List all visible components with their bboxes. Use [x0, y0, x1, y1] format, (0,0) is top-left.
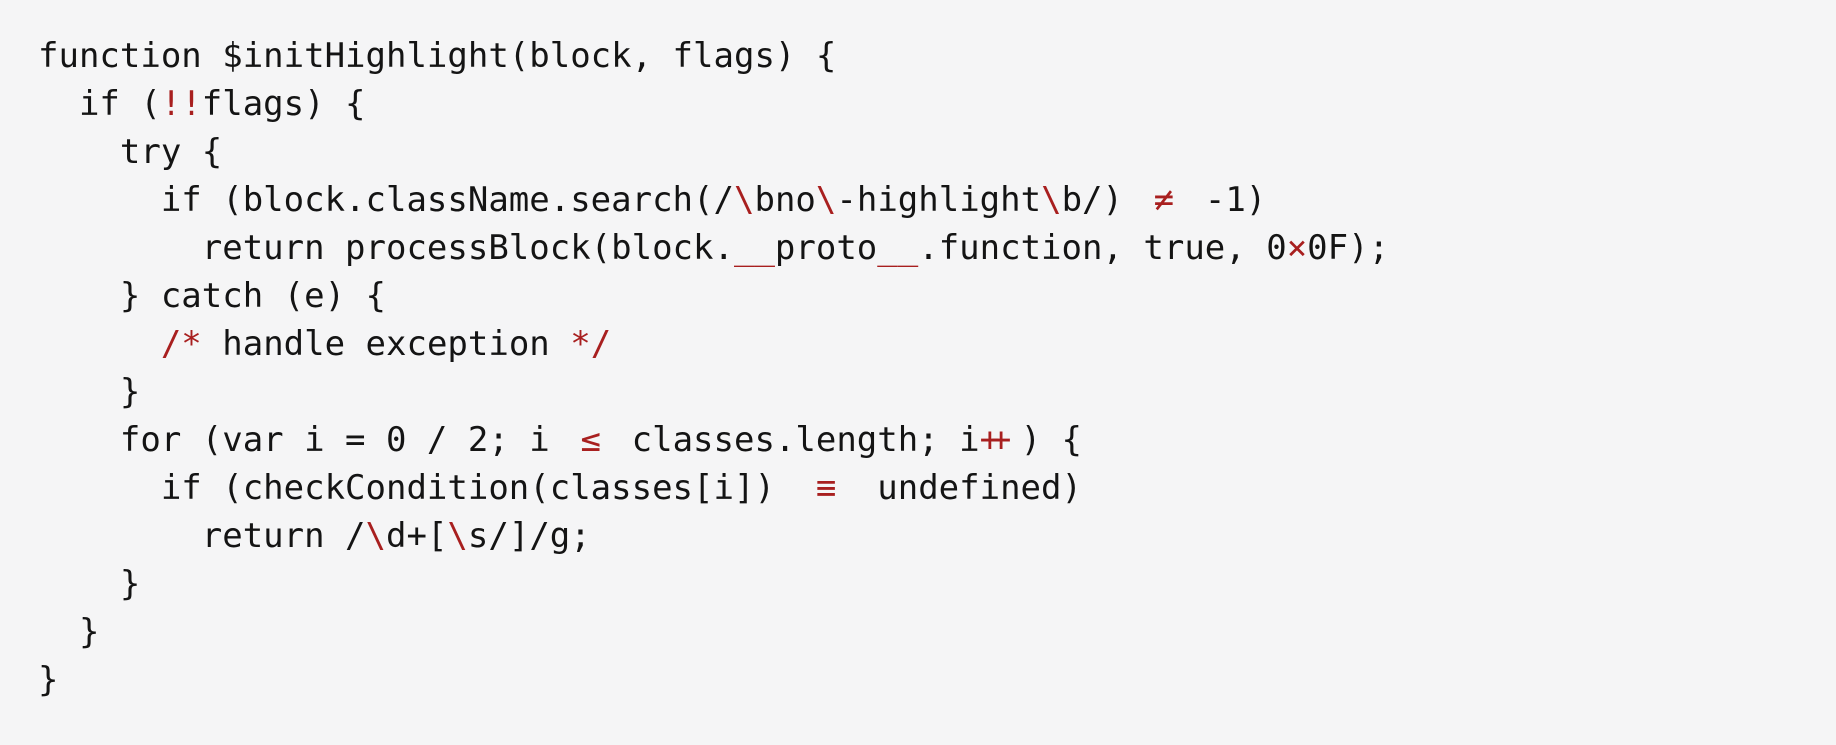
ligature-glyph: ++	[979, 420, 1012, 460]
ligature-glyph: \	[815, 180, 837, 220]
code-line: function $initHighlight(block, flags) {	[38, 32, 1836, 80]
code-text: -1)	[1184, 180, 1267, 220]
ligature-glyph: ≤	[580, 420, 601, 460]
code-text: s/]/g;	[467, 516, 591, 556]
code-line: return processBlock(block.__proto__.func…	[38, 224, 1836, 272]
code-text: b/)	[1061, 180, 1144, 220]
code-text: }	[38, 612, 100, 652]
code-text: 0F);	[1307, 228, 1390, 268]
code-text: return /	[38, 516, 366, 556]
code-text: } catch (e) {	[38, 276, 386, 316]
code-line: for (var i = 0 / 2; i ≤ classes.length; …	[38, 416, 1836, 464]
code-line: } catch (e) {	[38, 272, 1836, 320]
code-line: if (block.className.search(/\bno\-highli…	[38, 176, 1836, 224]
code-text	[38, 324, 161, 364]
ligature-glyph: !!	[160, 84, 202, 124]
ligature-glyph: ×	[1286, 228, 1308, 268]
code-text: for (var i = 0 / 2; i	[38, 420, 571, 460]
code-text: }	[38, 660, 59, 700]
code-text: -highlight	[836, 180, 1042, 220]
code-text: ) {	[1020, 420, 1082, 460]
code-sample: function $initHighlight(block, flags) { …	[38, 32, 1836, 704]
code-line: }	[38, 608, 1836, 656]
code-text: flags) {	[201, 84, 366, 124]
code-text: if (block.className.search(/	[38, 180, 734, 220]
ligature-glyph: \	[733, 180, 755, 220]
code-text: }	[38, 372, 141, 412]
code-text: d+[	[386, 516, 448, 556]
code-text: classes.length; i	[611, 420, 980, 460]
code-line: }	[38, 368, 1836, 416]
code-text: .function, true, 0	[918, 228, 1287, 268]
code-text: }	[38, 564, 141, 604]
code-text: undefined)	[856, 468, 1082, 508]
code-text: function $initHighlight(block, flags) {	[38, 36, 837, 76]
code-text: bno	[754, 180, 816, 220]
ligature-glyph: ≡	[815, 468, 837, 508]
code-text: if (checkCondition(classes[i])	[38, 468, 796, 508]
ligature-glyph: \	[447, 516, 468, 556]
ligature-glyph: ≠	[1153, 180, 1175, 220]
code-text: try {	[38, 132, 223, 172]
code-text: if (	[38, 84, 161, 124]
ligature-glyph: */	[570, 324, 612, 364]
code-line: }	[38, 656, 1836, 704]
code-text: return processBlock(block.	[38, 228, 734, 268]
code-line: if (checkCondition(classes[i]) ≡ undefin…	[38, 464, 1836, 512]
ligature-glyph: __	[877, 228, 919, 268]
code-line: }	[38, 560, 1836, 608]
code-text: proto	[774, 228, 878, 268]
ligature-glyph: \	[1041, 180, 1062, 220]
code-line: /* handle exception */	[38, 320, 1836, 368]
ligature-glyph: __	[733, 228, 775, 268]
code-line: if (!!flags) {	[38, 80, 1836, 128]
code-line: try {	[38, 128, 1836, 176]
ligature-glyph: /*	[160, 324, 202, 364]
ligature-glyph: \	[365, 516, 386, 556]
code-text: handle exception	[201, 324, 571, 364]
code-line: return /\d+[\s/]/g;	[38, 512, 1836, 560]
